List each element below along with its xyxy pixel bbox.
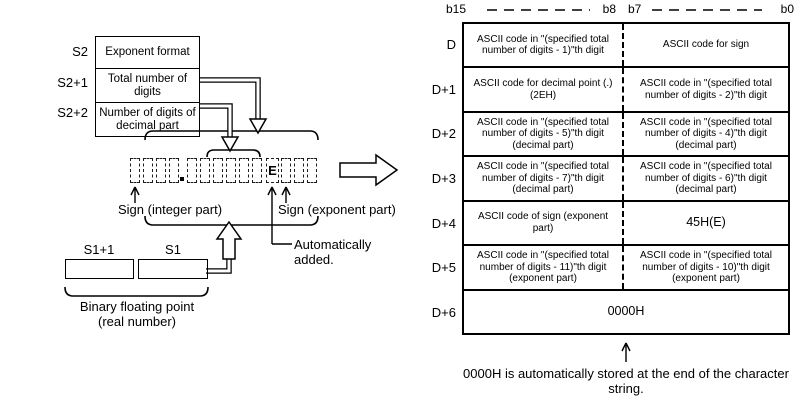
footnote-arrow (621, 342, 631, 362)
digit-box (307, 158, 317, 183)
binary-floating-point-label: Binary floating point (real number) (79, 299, 195, 329)
digit-box (200, 158, 210, 183)
row-label: D+4 (431, 215, 456, 231)
row-label: D (446, 36, 456, 52)
digit-box (252, 158, 262, 183)
s2p2-label: S2+2 (57, 105, 88, 121)
digit-box (156, 158, 166, 183)
digit-box (143, 158, 153, 183)
bit-header-b0: b0 (780, 2, 794, 16)
row-label: D+5 (431, 260, 456, 276)
digit-box (239, 158, 249, 183)
row-label: D+6 (431, 305, 456, 321)
row-label: D+2 (431, 126, 456, 142)
s1-up-arrow (215, 220, 243, 260)
cell-high-byte: ASCII code in "(specified total number o… (464, 246, 624, 289)
table-row-labels: D D+1 D+2 D+3 D+4 D+5 D+6 (404, 22, 456, 335)
cell-low-byte: 45H(E) (686, 215, 726, 230)
footnote: 0000H is automatically stored at the end… (463, 366, 789, 396)
sign-exponent-arrow (281, 186, 291, 203)
digit-box (226, 158, 236, 183)
s2-total-digits-cell: Total number of digits (96, 68, 199, 102)
cell-low-byte: ASCII code in "(specified total number o… (640, 116, 772, 151)
digit-box (213, 158, 223, 183)
s2p2-connector (200, 103, 233, 139)
s2-label: S2 (72, 43, 88, 59)
digit-box (130, 158, 140, 183)
bit-header-b15: b15 (446, 2, 467, 16)
brace-character-string (144, 215, 319, 226)
ascii-destination-table: ASCII code in "(specified total number o… (462, 22, 790, 335)
table-row: ASCII code in "(specified total number o… (464, 155, 788, 200)
cell-high-byte: ASCII code in "(specified total number o… (464, 112, 624, 156)
s2p1-arrowhead (248, 118, 268, 135)
s1-register-box (138, 259, 208, 279)
sign-integer-arrow (130, 186, 140, 203)
sign-integer-label: Sign (integer part) (118, 202, 223, 217)
s2-decimal-digits-cell: Number of digits of decimal part (96, 102, 199, 136)
s2p2-arrowhead (220, 136, 240, 153)
digit-box (169, 158, 179, 183)
cell-low-byte: ASCII code for sign (662, 39, 750, 51)
cell-low-byte: ASCII code in "(specified total number o… (640, 250, 772, 285)
s1p1-register-box (65, 259, 134, 279)
digit-box (294, 158, 304, 183)
automatically-added-label: Automatically added. (294, 237, 372, 267)
cell-low-byte: ASCII code in "(specified total number o… (640, 161, 772, 196)
s2-register-labels: S2 S2+1 S2+2 (18, 36, 88, 128)
to-table-arrow (339, 153, 399, 187)
cell-high-byte: ASCII code for decimal point (.) (2EH) (464, 68, 624, 111)
sign-exponent-label: Sign (exponent part) (278, 202, 396, 217)
s2p1-connector (200, 77, 261, 121)
s2p1-label: S2+1 (57, 74, 88, 90)
table-row: ASCII code in "(specified total number o… (464, 110, 788, 156)
table-row: ASCII code for decimal point (.) (2EH) A… (464, 66, 788, 111)
cell-full-word: 0000H (607, 303, 645, 318)
cell-low-byte: ASCII code in "(specified total number o… (640, 78, 772, 101)
s2-exponent-format-cell: Exponent format (105, 46, 190, 58)
cell-high-byte: ASCII code of sign (exponent part) (464, 201, 624, 245)
bit-header-b7: b7 (628, 2, 642, 16)
s1-connector (206, 258, 232, 274)
cell-high-byte: ASCII code in "(specified total number o… (464, 24, 624, 67)
s1-label: S1 (165, 242, 181, 257)
table-row: ASCII code of sign (exponent part) 45H(E… (464, 199, 788, 245)
digit-box (187, 158, 197, 183)
s1p1-label: S1+1 (83, 242, 115, 257)
brace-decimal-digits (206, 149, 261, 158)
row-label: D+1 (431, 81, 456, 97)
exponent-e-box: E (266, 158, 279, 183)
cell-high-byte: ASCII code in "(specified total number o… (464, 157, 624, 200)
table-row: 0000H (464, 288, 788, 333)
digit-box (281, 158, 291, 183)
bit-header-b8: b8 (602, 2, 616, 16)
s2-register-box: Exponent format Total number of digits N… (95, 36, 200, 137)
decimal-point-dot (180, 177, 184, 181)
table-row: ASCII code in "(specified total number o… (464, 24, 788, 67)
brace-binary-floating-point (64, 286, 209, 297)
row-label: D+3 (431, 171, 456, 187)
table-row: ASCII code in "(specified total number o… (464, 244, 788, 289)
